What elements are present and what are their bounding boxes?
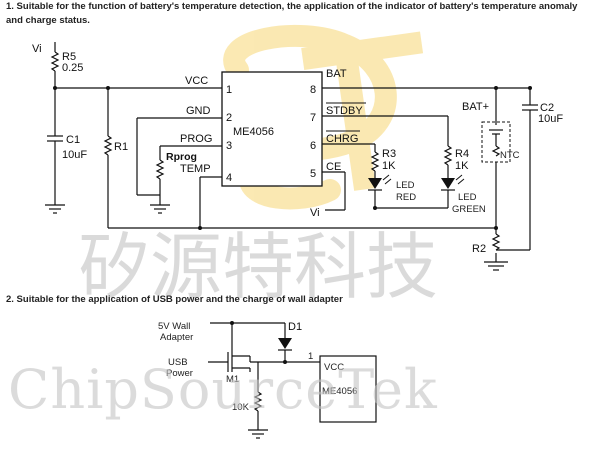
r1-label: R1 [114,141,128,153]
c1-value: 10uF [62,149,87,161]
r10k-label: 10K [232,402,250,413]
chip-me4056-circuit-2 [319,355,377,423]
pin-8-number: 8 [310,84,316,96]
logo-watermark [223,24,424,210]
chip-me4056 [221,71,323,187]
led-green-label-2: GREEN [452,204,486,215]
led-red-label-2: RED [396,192,416,203]
mosfet-m1 [208,345,310,372]
usb-power-label-2: Power [166,368,193,379]
r5-label: R5 [62,51,76,63]
pin-7-number: 7 [310,112,316,124]
r4-label: R4 [455,148,469,160]
pin-vcc-name: VCC [185,75,208,87]
led-red-label-1: LED [396,180,415,191]
ntc-thermistor [491,145,501,157]
watermark-english: ChipSourceTek [8,358,438,421]
r4-resistor [443,145,453,166]
ntc-label: NTC [500,150,520,161]
pin-stdby-name: STDBY [326,105,363,117]
watermark-chinese: 矽源特科技 [78,225,438,309]
vi-ce-label: Vi [310,207,320,219]
ground-rprog [150,204,170,214]
m1-label: M1 [226,374,239,385]
diode-d1 [278,338,292,351]
r4-value: 1K [455,160,469,172]
pin-6-number: 6 [310,140,316,152]
r2-label: R2 [472,243,486,255]
c2-value: 10uF [538,113,563,125]
bat-plus-label: BAT+ [462,101,489,113]
pin-3-number: 3 [226,140,232,152]
heading-circuit-2: 2. Suitable for the application of USB p… [6,294,343,305]
wall-adapter-label-1: 5V Wall [158,321,190,332]
chip-name: ME4056 [233,126,274,138]
chip2-name: ME4056 [322,386,357,397]
pin-prog-name: PROG [180,133,212,145]
wall-adapter-label-2: Adapter [160,332,193,343]
pin-bat-name: BAT [326,68,347,80]
c2-label: C2 [540,102,554,114]
pin-2-number: 2 [226,112,232,124]
d1-label: D1 [288,321,302,333]
ground-c1 [45,204,65,214]
resistor-10k [253,391,263,412]
ground-circuit-2 [248,429,268,439]
chip2-vcc-label: VCC [324,362,344,373]
rprog-label: Rprog [166,151,197,163]
r3-value: 1K [382,160,396,172]
led-green [441,174,465,191]
ground-main [484,261,508,271]
heading-circuit-1: 1. Suitable for the function of battery'… [6,1,578,26]
pin-ce-name: CE [326,161,341,173]
r1-resistor [103,135,113,156]
c1-label: C1 [66,134,80,146]
r3-resistor [370,151,380,172]
pin-chrg-name: CHRG [326,133,358,145]
pin-1-number: 1 [226,84,232,96]
rprog-resistor [155,159,165,180]
r2-resistor [491,233,501,251]
r3-label: R3 [382,148,396,160]
led-green-label-1: LED [458,192,477,203]
pin-temp-name: TEMP [180,163,211,175]
r5-value: 0.25 [62,62,83,74]
pin-5-number: 5 [310,168,316,180]
usb-power-label-1: USB [168,357,188,368]
vi-label: Vi [32,43,42,55]
pin-gnd-name: GND [186,105,211,117]
pin-4-number: 4 [226,172,232,184]
r5-resistor [50,51,60,72]
vcc-pin-number: 1 [308,351,313,362]
